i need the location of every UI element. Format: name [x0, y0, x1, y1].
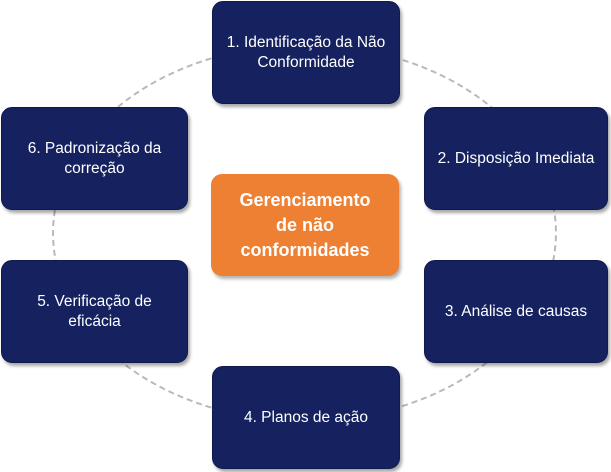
step-2-label: 2. Disposição Imediata	[437, 149, 595, 167]
step-1-box: 1. Identificação da Não Conformidade	[212, 1, 400, 104]
step-3-label: 3. Análise de causas	[444, 302, 588, 320]
step-6-label: 6. Padronização da correção	[27, 139, 162, 177]
step-3-box: 3. Análise de causas	[424, 260, 608, 363]
step-4-label: 4. Planos de ação	[243, 408, 369, 426]
center-topic-box: Gerenciamento de não conformidades	[211, 174, 399, 276]
step-1-label: 1. Identificação da Não Conformidade	[226, 33, 386, 71]
step-6-box: 6. Padronização da correção	[1, 107, 188, 210]
step-5-box: 5. Verificação de eficácia	[1, 260, 188, 363]
step-5-label: 5. Verificação de eficácia	[37, 292, 152, 330]
step-2-box: 2. Disposição Imediata	[424, 107, 608, 210]
center-topic-label: Gerenciamento de não conformidades	[239, 189, 371, 260]
step-4-box: 4. Planos de ação	[212, 366, 400, 469]
